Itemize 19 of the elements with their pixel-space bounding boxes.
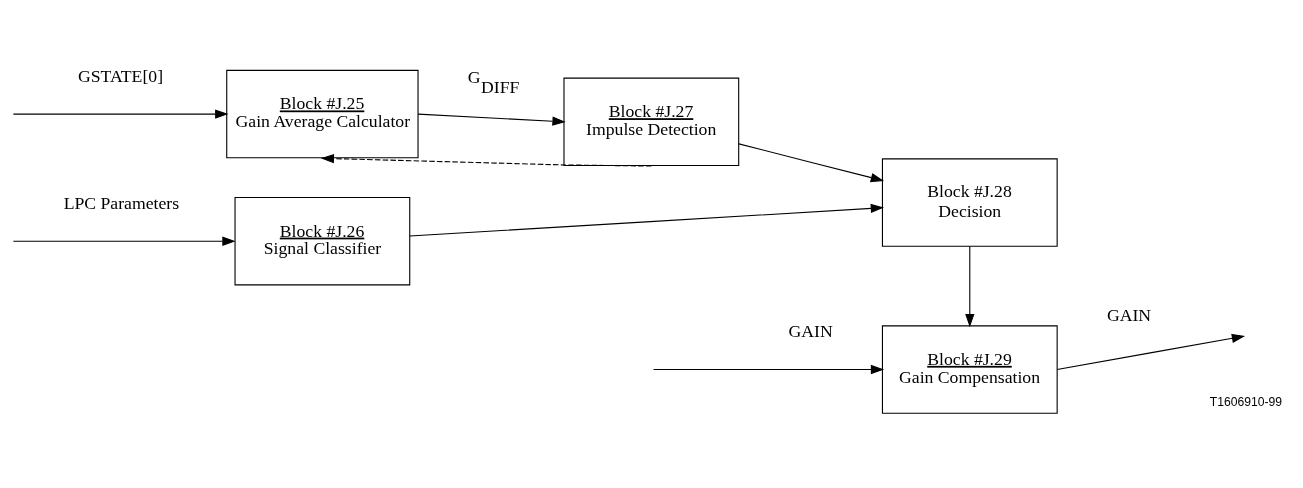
arrow — [417, 113, 566, 126]
label: T1606910-99 — [1209, 394, 1283, 409]
arrow — [738, 143, 884, 183]
node-box: Block #J.27 Impulse Detection — [563, 77, 740, 167]
node-box: Block #J.26 Signal Classifier — [234, 197, 411, 286]
arrow — [12, 109, 229, 119]
arrow — [965, 245, 975, 328]
node-box: Block #J.28 Decision — [881, 158, 1058, 247]
arrow — [12, 236, 236, 246]
node-box: Block #J.29 Gain Compensation — [881, 325, 1058, 414]
edge-label: GAIN — [1106, 304, 1152, 325]
arrow — [320, 153, 652, 167]
arrow — [653, 364, 885, 375]
edge-label: LPC Parameters — [63, 192, 180, 213]
node-box: Block #J.25 Gain Average Calculator — [226, 69, 419, 159]
arrow — [409, 203, 885, 237]
edge-label: GAIN — [788, 321, 833, 342]
arrow — [1056, 333, 1246, 371]
edge-label: GSTATE[0] — [78, 65, 164, 86]
